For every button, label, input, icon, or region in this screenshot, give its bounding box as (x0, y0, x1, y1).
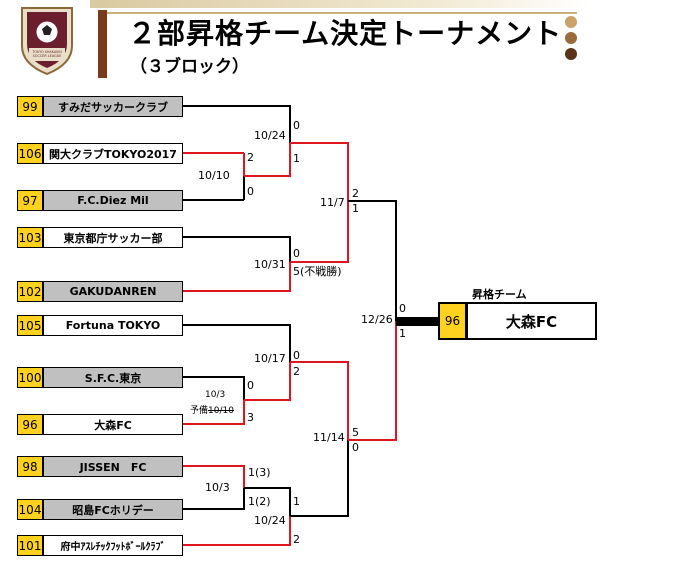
team-104: 昭島FCホリデー (43, 499, 183, 520)
line-105 (183, 324, 291, 362)
seed-102: 102 (17, 281, 43, 302)
m1-date: 10/10 (198, 169, 230, 182)
m9-score-b: 0 (352, 441, 359, 454)
m9-score-a: 5 (352, 426, 359, 439)
line-103 (183, 236, 291, 262)
seed-103: 103 (17, 227, 43, 248)
line-104 (183, 488, 245, 510)
line-96 (183, 400, 245, 425)
page-subtitle: （３ブロック） (130, 57, 249, 77)
team-102: GAKUDANREN (43, 281, 183, 302)
header-accent-bar (98, 10, 107, 78)
page-title: ２部昇格チーム決定トーナメント (128, 17, 563, 50)
final-score-b: 1 (399, 327, 406, 340)
m2-score-b: 1 (293, 152, 300, 165)
final-date: 12/26 (361, 313, 393, 326)
m8-score-b: 2 (293, 533, 300, 546)
m7-out (244, 487, 291, 516)
m6-score-a: 0 (293, 349, 300, 362)
m3-date: 10/31 (254, 258, 286, 271)
team-98: JISSEN FC (43, 456, 183, 477)
m1-out (244, 143, 291, 177)
m9-out (348, 321, 397, 441)
m5-date: 10/3 (205, 390, 226, 400)
m6-score-b: 2 (293, 365, 300, 378)
seed-98: 98 (17, 456, 43, 477)
m5-reserve-date: 予備10/10 (190, 405, 234, 417)
final-score-a: 0 (399, 302, 406, 315)
final-connector (396, 317, 438, 326)
m1-score-a: 2 (247, 151, 254, 164)
svg-text:SOCCER LEAGUE: SOCCER LEAGUE (33, 54, 62, 58)
seed-97: 97 (17, 190, 43, 211)
m1-score-b: 0 (247, 185, 254, 198)
line-98 (183, 465, 245, 488)
m5-reserve-prefix: 予備 (190, 406, 209, 416)
decor-dot-2 (565, 32, 577, 44)
team-97: F.C.Diez Mil (43, 190, 183, 211)
m2-date: 10/24 (254, 129, 286, 142)
seed-106: 106 (17, 143, 43, 164)
line-99 (183, 105, 291, 143)
seed-100: 100 (17, 367, 43, 388)
m5-reserve-struck: 10/10 (208, 406, 234, 416)
seed-101: 101 (17, 535, 43, 556)
m7-score-a: 1(3) (248, 466, 271, 479)
decor-dot-1 (565, 16, 577, 28)
team-99: すみだサッカークラブ (43, 96, 183, 117)
m3-score-a: 0 (293, 247, 300, 260)
header-band (90, 0, 590, 8)
m5-out (244, 362, 291, 401)
team-106: 関大クラブTOKYO2017 (43, 143, 183, 164)
team-103: 東京都庁サッカー部 (43, 227, 183, 248)
league-logo: TOKYO SHAKAIJIN SOCCER LEAGUE (21, 7, 73, 76)
m7-date: 10/3 (205, 481, 230, 494)
m4-score-a: 2 (352, 187, 359, 200)
m8-score-a: 1 (293, 495, 300, 508)
header-underline (107, 12, 577, 14)
line-100 (183, 376, 245, 400)
m9-date: 11/14 (313, 431, 345, 444)
decor-dot-3 (565, 48, 577, 60)
seed-104: 104 (17, 499, 43, 520)
winner-team: 大森FC (466, 302, 597, 340)
m2-score-a: 0 (293, 119, 300, 132)
line-101 (183, 516, 291, 546)
m4-date: 11/7 (320, 196, 345, 209)
m3-score-b: 5(不戦勝) (293, 265, 342, 278)
winner-seed: 96 (438, 302, 467, 340)
winner-caption: 昇格チーム (472, 288, 527, 301)
svg-text:TOKYO SHAKAIJIN: TOKYO SHAKAIJIN (31, 50, 62, 54)
line-102 (183, 262, 291, 292)
m5-score-b: 3 (247, 411, 254, 424)
m5-score-a: 0 (247, 379, 254, 392)
m8-date: 10/24 (254, 514, 286, 527)
m2-out (290, 142, 349, 201)
m8-out (290, 440, 349, 517)
team-101: 府中ｱｽﾚﾁｯｸﾌｯﾄﾎﾞｰﾙｸﾗﾌﾞ (43, 535, 183, 556)
m6-date: 10/17 (254, 352, 286, 365)
m7-score-b: 1(2) (248, 495, 271, 508)
m4-score-b: 1 (352, 202, 359, 215)
m3-out (290, 201, 349, 263)
seed-99: 99 (17, 96, 43, 117)
team-100: S.F.C.東京 (43, 367, 183, 388)
seed-96: 96 (17, 414, 43, 435)
team-96: 大森FC (43, 414, 183, 435)
m6-out (290, 361, 349, 440)
m4-out (348, 200, 397, 321)
seed-105: 105 (17, 315, 43, 336)
team-105: Fortuna TOKYO (43, 315, 183, 336)
